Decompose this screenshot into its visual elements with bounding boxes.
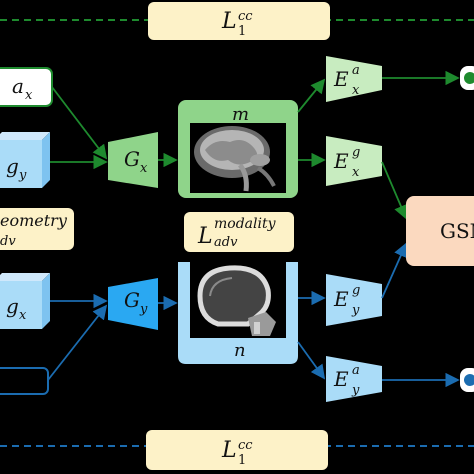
svg-text:L: L <box>197 224 213 249</box>
svg-text:eometry: eometry <box>0 211 68 230</box>
encoder-appearance-x: E a x <box>326 56 382 102</box>
loss-modality-adversarial: L modality adv <box>184 212 294 252</box>
svg-text:g: g <box>6 154 19 178</box>
gsn-block: GSN <box>406 196 474 266</box>
svg-text:a: a <box>352 363 360 378</box>
svg-text:1: 1 <box>238 24 246 39</box>
svg-text:E: E <box>333 67 349 91</box>
arrow-n-to-eay <box>297 341 326 380</box>
svg-text:GSN: GSN <box>440 219 474 243</box>
generator-gy: G y <box>108 278 158 330</box>
svg-text:dv: dv <box>0 234 16 249</box>
svg-text:g: g <box>352 283 360 298</box>
svg-text:1: 1 <box>238 453 246 468</box>
svg-text:L: L <box>221 9 237 34</box>
arrow-ax-to-gx <box>51 86 108 160</box>
image-n-panel: n <box>178 262 298 364</box>
svg-text:y: y <box>139 302 148 317</box>
appearance-x-output-node <box>460 66 474 90</box>
svg-text:y: y <box>351 303 360 318</box>
svg-text:y: y <box>18 168 27 183</box>
arrow-m-to-eax <box>297 78 326 113</box>
svg-text:m: m <box>232 104 249 125</box>
input-geometry-x-cube: g x <box>0 273 50 329</box>
loss-geometry-adversarial: eometry dv <box>0 208 74 250</box>
svg-text:a: a <box>12 74 24 98</box>
svg-text:g: g <box>6 294 19 318</box>
svg-text:E: E <box>333 287 349 311</box>
svg-text:x: x <box>140 161 148 176</box>
svg-text:cc: cc <box>238 438 253 453</box>
loss-cycle-top: L cc 1 <box>148 2 330 40</box>
loss-cycle-bottom: L cc 1 <box>146 430 328 470</box>
svg-text:y: y <box>351 383 360 398</box>
svg-text:G: G <box>124 288 140 312</box>
input-geometry-y-cube: g y <box>0 132 50 188</box>
arrow-ay-to-gy <box>47 304 108 381</box>
encoder-appearance-y: E a y <box>326 356 382 402</box>
svg-text:L: L <box>221 438 237 463</box>
encoder-geometry-x: E g x <box>326 136 382 186</box>
svg-text:x: x <box>19 308 27 323</box>
encoder-geometry-y: E g y <box>326 274 382 326</box>
arrow-egx-to-gsn <box>381 161 408 220</box>
svg-text:x: x <box>25 88 33 103</box>
svg-text:modality: modality <box>214 216 277 232</box>
svg-text:x: x <box>352 83 360 98</box>
svg-text:n: n <box>234 340 246 361</box>
svg-text:adv: adv <box>214 235 238 250</box>
mri-sagittal-image <box>194 126 276 192</box>
generator-gx: G x <box>108 132 158 188</box>
input-appearance-y-partial <box>0 367 49 395</box>
image-m-panel: m <box>178 100 298 198</box>
svg-text:x: x <box>352 165 360 180</box>
input-appearance-x: a x <box>0 67 53 107</box>
appearance-y-output-node <box>460 368 474 392</box>
arrow-egy-to-gsn <box>381 242 408 299</box>
svg-text:g: g <box>352 145 360 160</box>
svg-text:a: a <box>352 63 360 78</box>
svg-text:E: E <box>333 367 349 391</box>
ct-skull-image <box>197 265 276 336</box>
svg-text:G: G <box>124 147 140 171</box>
svg-text:cc: cc <box>238 9 253 24</box>
svg-text:E: E <box>333 149 349 173</box>
